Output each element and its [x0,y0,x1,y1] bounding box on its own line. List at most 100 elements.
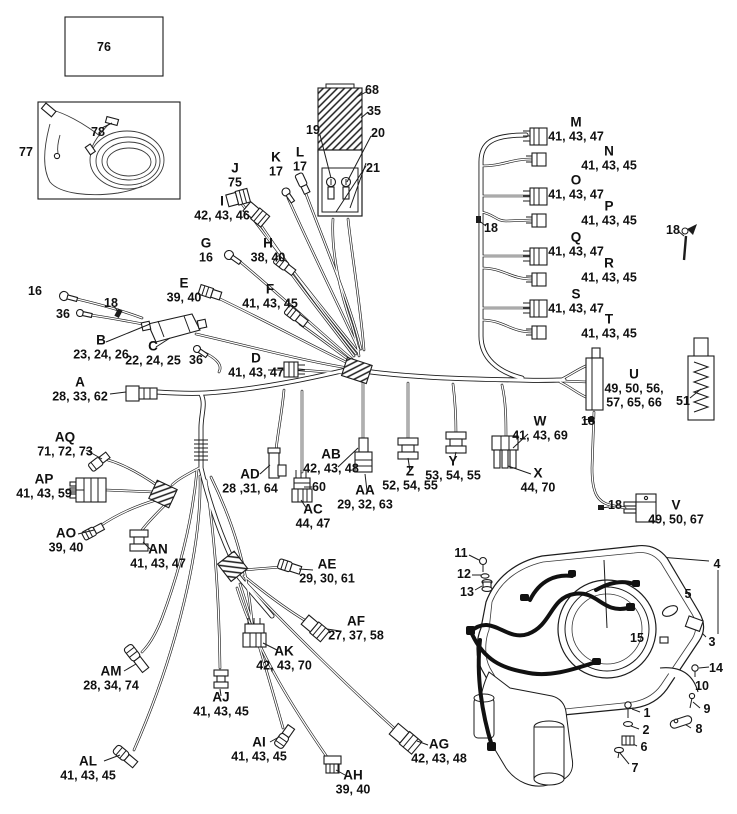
harness-wraps [148,356,373,583]
partnum-8: 8 [695,721,703,736]
connector-16-ring [58,290,79,303]
partnum-19: 19 [306,122,320,137]
connector-aq [88,451,111,472]
partnum-20: 20 [371,125,385,140]
partnum-2: 2 [642,722,650,737]
connector-ah [323,755,342,774]
partnum-51: 51 [676,393,690,408]
connector-aj [213,669,229,689]
partnum-36-upper: 36 [56,306,70,321]
connector-e [197,283,223,301]
partnum-18-trunk: 18 [484,220,498,235]
connector-af [300,614,331,643]
partnum-7: 7 [631,760,639,775]
connector-i [242,200,271,228]
connector-ak [242,618,267,648]
connector-ag [388,722,423,755]
connector-k-ring [281,187,296,204]
partnum-18-u-wire: 18 [581,413,595,428]
partnum-18-tool: 18 [666,222,680,237]
connector-am [123,643,150,674]
connector-a [125,385,158,402]
partnum-5: 5 [684,586,692,601]
connector-u [585,347,604,411]
partnum-35: 35 [367,103,381,118]
connector-f [283,305,309,328]
connector-w-x [491,435,519,469]
partnum-9: 9 [703,701,711,716]
partnum-18-v-wire: 18 [608,497,622,512]
connector-m [523,127,548,146]
connector-r [526,272,547,287]
partnum-77: 77 [19,144,33,159]
connector-ab-aa [354,437,373,473]
connector-ae [277,558,303,575]
partnum-13: 13 [460,584,474,599]
connector-36-upper-ring [75,308,93,319]
connector-l [294,172,311,196]
connector-z [397,437,419,460]
partnum-16: 16 [28,283,42,298]
partnum-11: 11 [454,545,468,560]
partnum-6: 6 [640,739,648,754]
connector-36-lower-ring [192,344,209,359]
inset-box-77-cable [37,101,181,200]
connector-s [523,299,548,318]
connector-h [273,255,297,277]
partnum-1: 1 [643,705,651,720]
partnum-4: 4 [713,556,721,571]
partnum-3: 3 [708,634,716,649]
connector-t [526,325,547,340]
partnum-10: 10 [695,678,709,693]
connector-v [623,493,657,523]
partnum-21: 21 [366,160,380,175]
connector-q [523,247,548,266]
connector-g-ring [223,249,242,266]
connector-al [112,744,139,769]
connector-p [526,213,547,228]
partnum-78: 78 [91,124,105,139]
engine-assembly [466,544,705,787]
partnum-68: 68 [365,82,379,97]
connector-an [129,529,149,552]
connector-j [225,187,252,208]
partnum-14: 14 [709,660,723,675]
connector-n [526,152,547,167]
connector-ao [81,522,106,541]
part-51-coil [687,337,715,421]
